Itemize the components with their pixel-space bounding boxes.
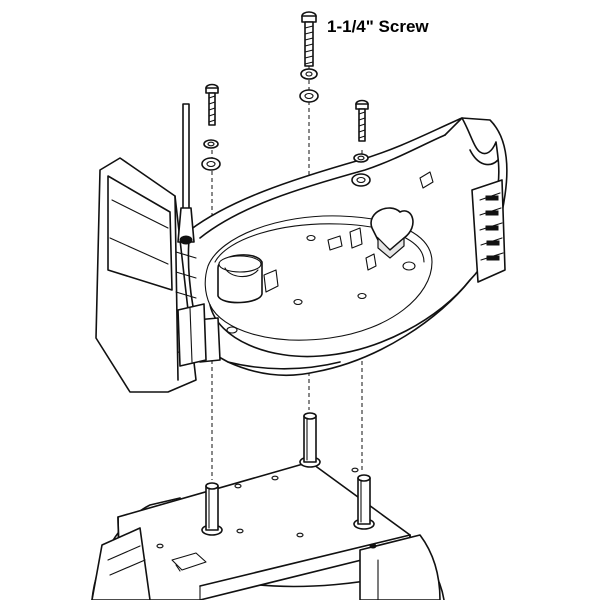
right-pin xyxy=(353,474,375,530)
center-long-screw xyxy=(301,11,317,67)
housing-tray xyxy=(187,117,508,377)
right-screw xyxy=(351,99,371,187)
screw-callout-label: 1-1/4" Screw xyxy=(327,17,429,36)
antenna xyxy=(177,103,195,245)
center-washers xyxy=(299,68,319,103)
center-pin xyxy=(299,412,321,468)
left-screw xyxy=(201,83,221,171)
solar-panel xyxy=(95,157,207,393)
mounting-base xyxy=(91,461,445,600)
left-pin xyxy=(201,482,223,536)
